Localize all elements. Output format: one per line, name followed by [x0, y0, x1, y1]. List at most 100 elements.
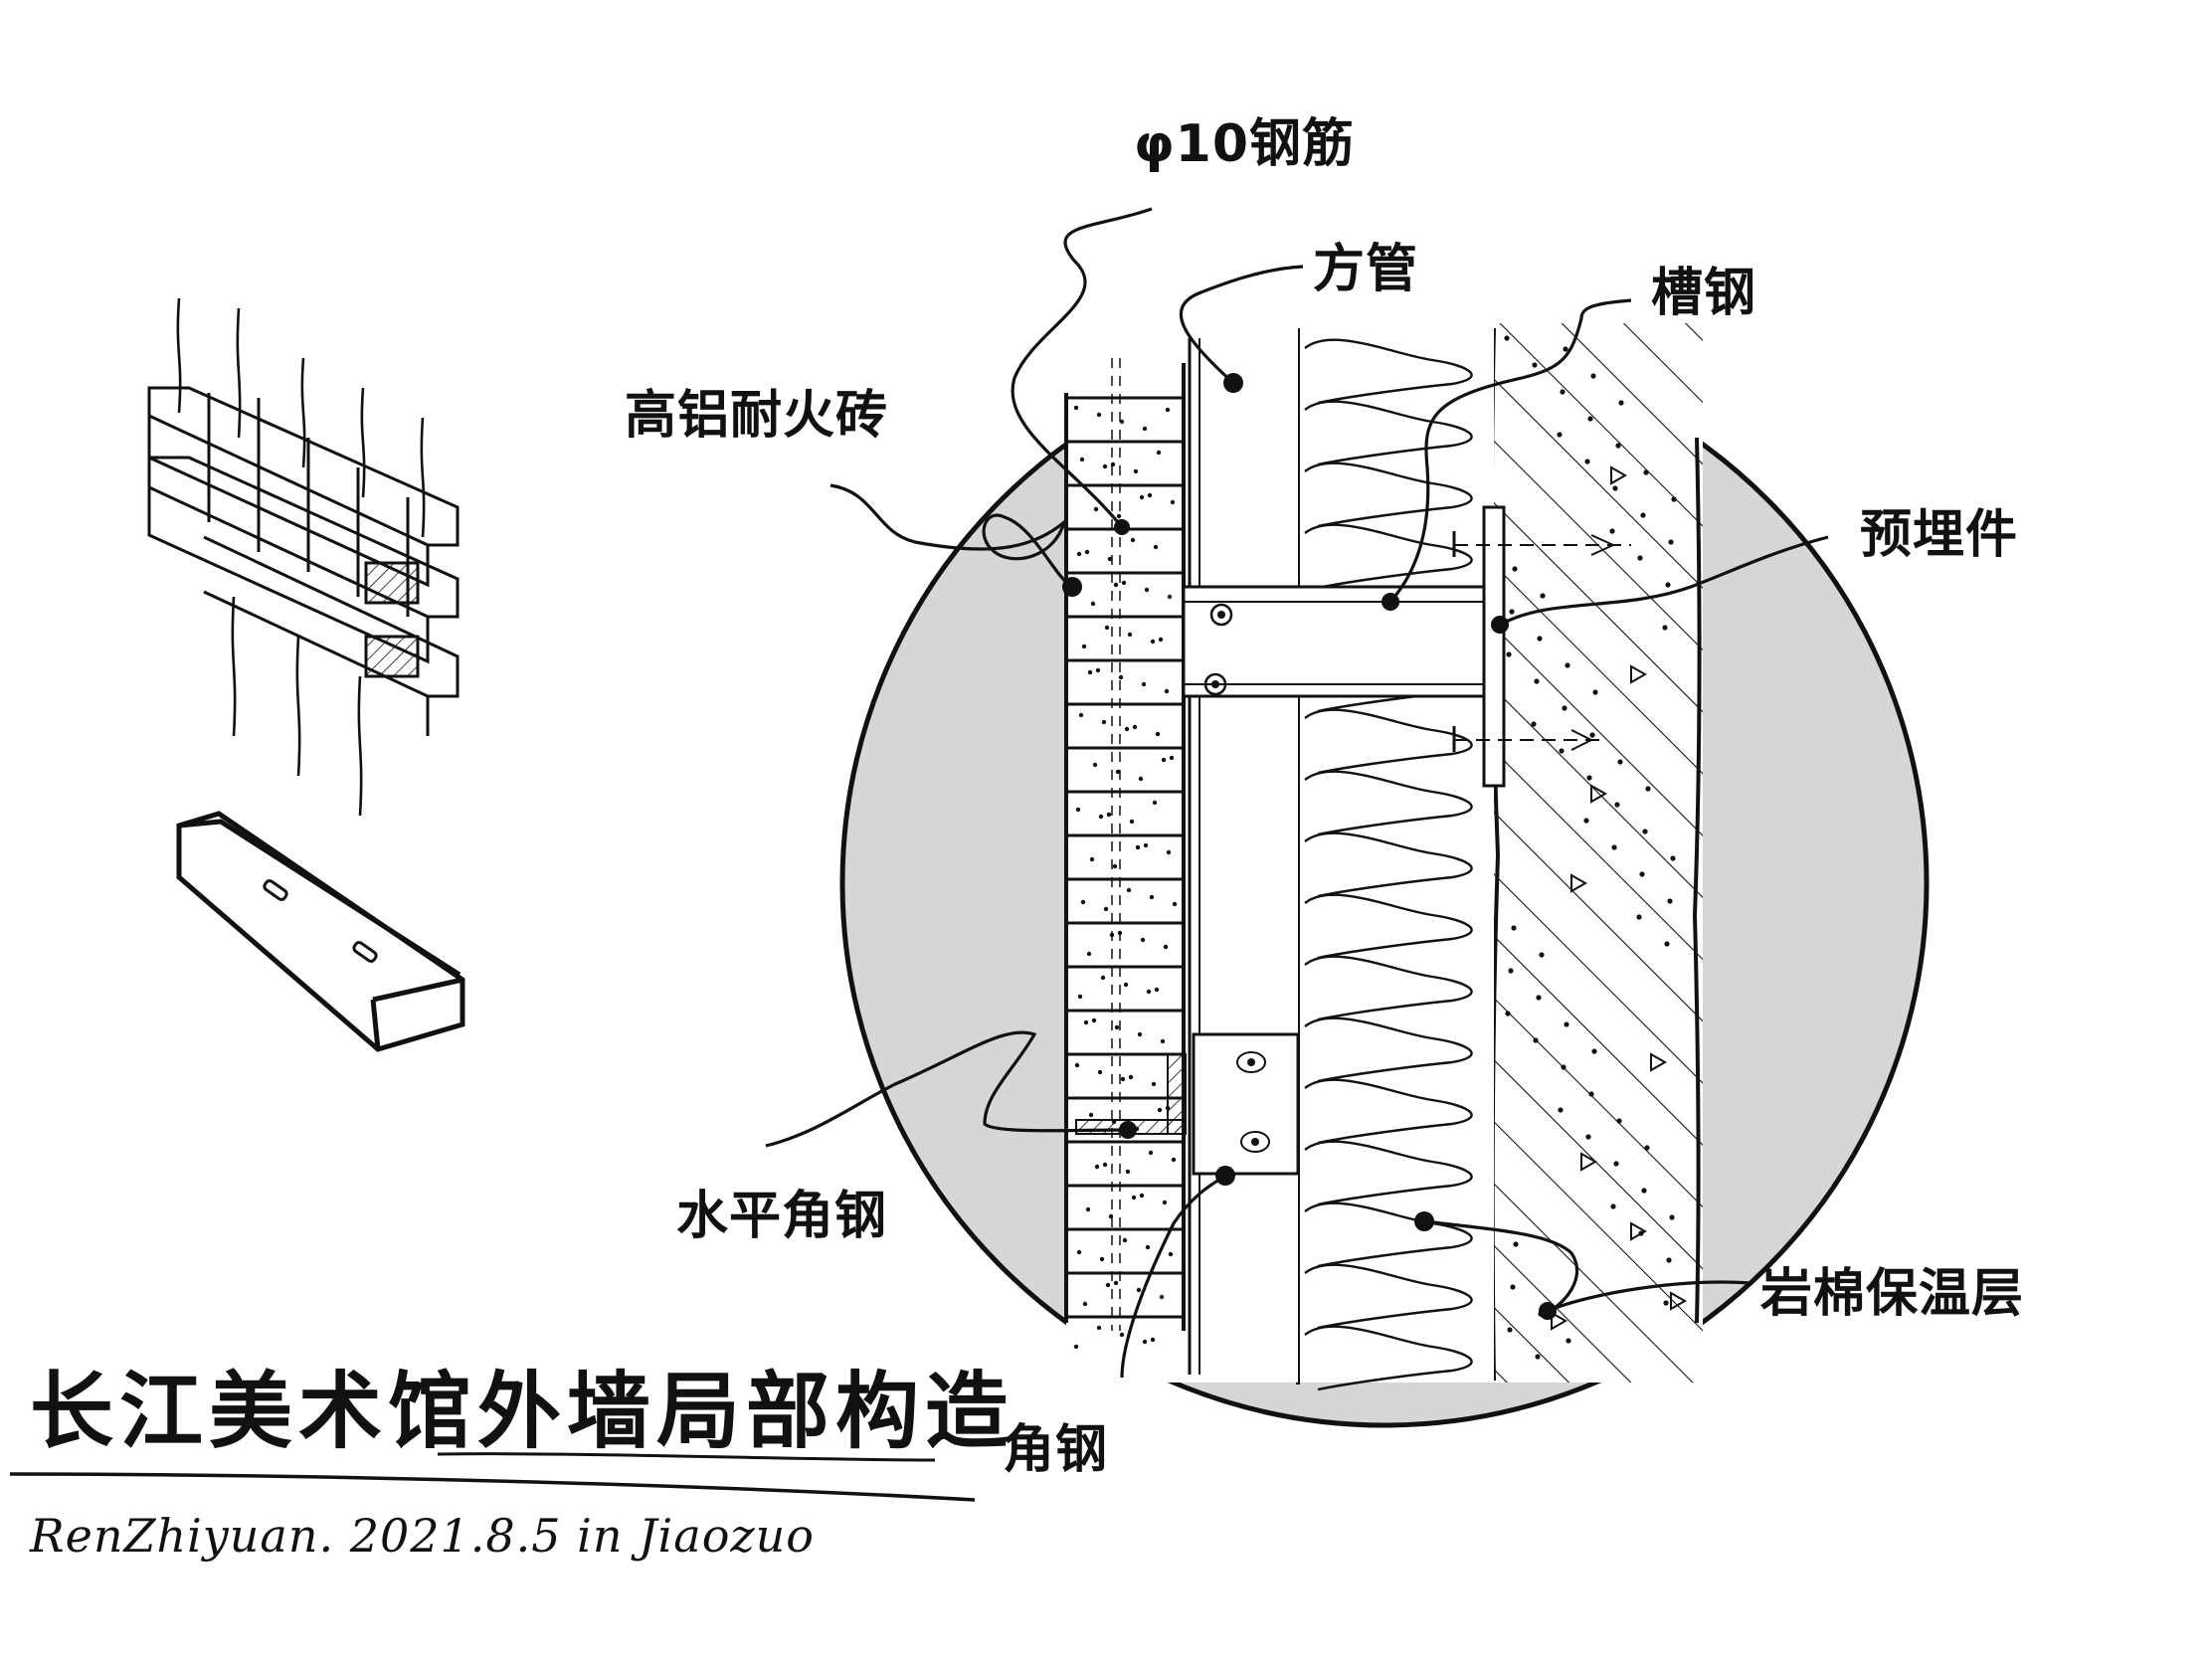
rock-wool-loop: [1304, 338, 1473, 405]
concrete-speckle: [1640, 512, 1646, 518]
brick-speckle: [1139, 1193, 1145, 1199]
brick-speckle: [1104, 625, 1110, 631]
brick-speckle: [1105, 1282, 1111, 1288]
brick-speckle: [1073, 405, 1079, 411]
channel-steel: [1182, 585, 1499, 698]
brick-layer: [1064, 358, 1186, 1350]
concrete-speckle: [1617, 759, 1623, 765]
concrete-speckle: [1563, 346, 1568, 352]
rock-wool-loop: [1304, 770, 1473, 836]
brick-speckle: [1081, 644, 1087, 649]
concrete-speckle: [1664, 941, 1670, 947]
concrete-speckle: [1588, 1091, 1594, 1097]
brick-speckle: [1135, 844, 1141, 850]
rock-wool-loop: [1304, 1140, 1473, 1206]
brick-speckle: [1087, 669, 1093, 675]
concrete-speckle: [1557, 432, 1563, 438]
brick-speckle: [1082, 1301, 1088, 1307]
brick-speckle: [1144, 587, 1150, 593]
brick-speckle: [1167, 594, 1173, 600]
brick-speckle: [1103, 906, 1109, 912]
brick-speckle: [1129, 819, 1135, 825]
brick-speckle: [1162, 1200, 1168, 1205]
embedded-part: [1452, 505, 1631, 788]
brick-speckle: [1127, 632, 1133, 638]
brick-speckle: [1133, 468, 1139, 474]
brick-speckle: [1160, 1038, 1166, 1044]
rebar-strand: [176, 297, 182, 414]
concrete-speckle: [1564, 1021, 1569, 1027]
brick-speckle: [1090, 601, 1096, 607]
brick-speckle: [1123, 982, 1129, 988]
rock-wool-loop: [1304, 462, 1473, 528]
concrete-speckle: [1504, 335, 1510, 341]
rock-wool-loop: [1304, 400, 1473, 466]
brick-speckle: [1148, 1150, 1154, 1156]
brick-speckle: [1125, 1169, 1131, 1175]
concrete-speckle: [1611, 844, 1617, 850]
label-rebar: φ10钢筋: [1134, 114, 1355, 174]
brick-speckle: [1097, 1069, 1103, 1075]
concrete-speckle: [1559, 748, 1565, 754]
brick-speckle: [1095, 667, 1101, 673]
rock-wool-loop: [1304, 1325, 1473, 1391]
brick-speckle: [1116, 513, 1122, 519]
concrete-speckle: [1642, 829, 1648, 834]
aggregate-mark: [1610, 465, 1628, 485]
concrete-speckle: [1613, 1161, 1619, 1167]
brick-wall-axonometric: [147, 297, 460, 817]
brick-speckle: [1149, 894, 1155, 900]
brick-speckle: [1077, 994, 1083, 1000]
concrete-speckle: [1583, 818, 1589, 824]
brick-module-icon: [176, 811, 465, 1052]
brick-speckle: [1157, 1107, 1163, 1113]
rock-wool-loop: [1304, 955, 1473, 1021]
signature: RenZhiyuan. 2021.8.5 in Jiaozuo: [29, 1509, 815, 1563]
concrete-speckle: [1558, 1107, 1564, 1113]
concrete-speckle: [1666, 1257, 1672, 1263]
brick-speckle: [1122, 1237, 1128, 1243]
concrete-speckle: [1510, 1284, 1516, 1290]
brick-speckle: [1088, 1112, 1094, 1118]
rock-wool-loop: [1304, 1201, 1473, 1268]
concrete-speckle: [1540, 593, 1546, 599]
concrete-speckle: [1592, 689, 1598, 695]
brick-speckle: [1136, 1287, 1142, 1293]
brick-speckle: [1166, 849, 1172, 855]
brick-speckle: [1084, 549, 1090, 555]
brick-speckle: [1102, 463, 1108, 469]
brick-speckle: [1131, 1195, 1137, 1201]
brick-speckle: [1132, 724, 1138, 730]
brick-speckle: [1130, 537, 1136, 543]
brick-speckle: [1098, 814, 1104, 820]
concrete-speckle: [1610, 1203, 1616, 1209]
rock-wool-loop: [1304, 523, 1473, 590]
brick-speckle: [1169, 755, 1175, 761]
brick-speckle: [1113, 582, 1119, 588]
concrete-speckle: [1507, 1327, 1513, 1333]
brick-speckle: [1106, 812, 1112, 818]
brick-speckle: [1119, 1332, 1125, 1338]
rock-wool-loop: [1304, 1016, 1473, 1083]
brick-speckle: [1156, 450, 1162, 456]
brick-speckle: [1163, 944, 1169, 950]
brick-speckle: [1159, 1294, 1165, 1300]
concrete-speckle: [1560, 389, 1566, 395]
concrete-speckle: [1512, 566, 1518, 572]
label-horizontal-angle: 水平角钢: [676, 1187, 887, 1246]
concrete-speckle: [1618, 400, 1624, 406]
concrete-speckle: [1535, 1354, 1541, 1360]
label-square-tube: 方管: [1313, 240, 1418, 299]
brick-speckle: [1080, 899, 1086, 905]
brick-speckle: [1076, 551, 1082, 557]
concrete-speckle: [1532, 362, 1538, 368]
brick-speckle: [1107, 556, 1113, 562]
concrete-speckle: [1533, 1037, 1539, 1043]
concrete-speckle: [1562, 705, 1567, 711]
brick-speckle: [1153, 544, 1159, 550]
concrete-speckle: [1505, 1011, 1511, 1016]
brick-speckle: [1086, 951, 1092, 957]
rebar-strand: [357, 675, 363, 817]
brick-speckle: [1151, 1081, 1157, 1087]
